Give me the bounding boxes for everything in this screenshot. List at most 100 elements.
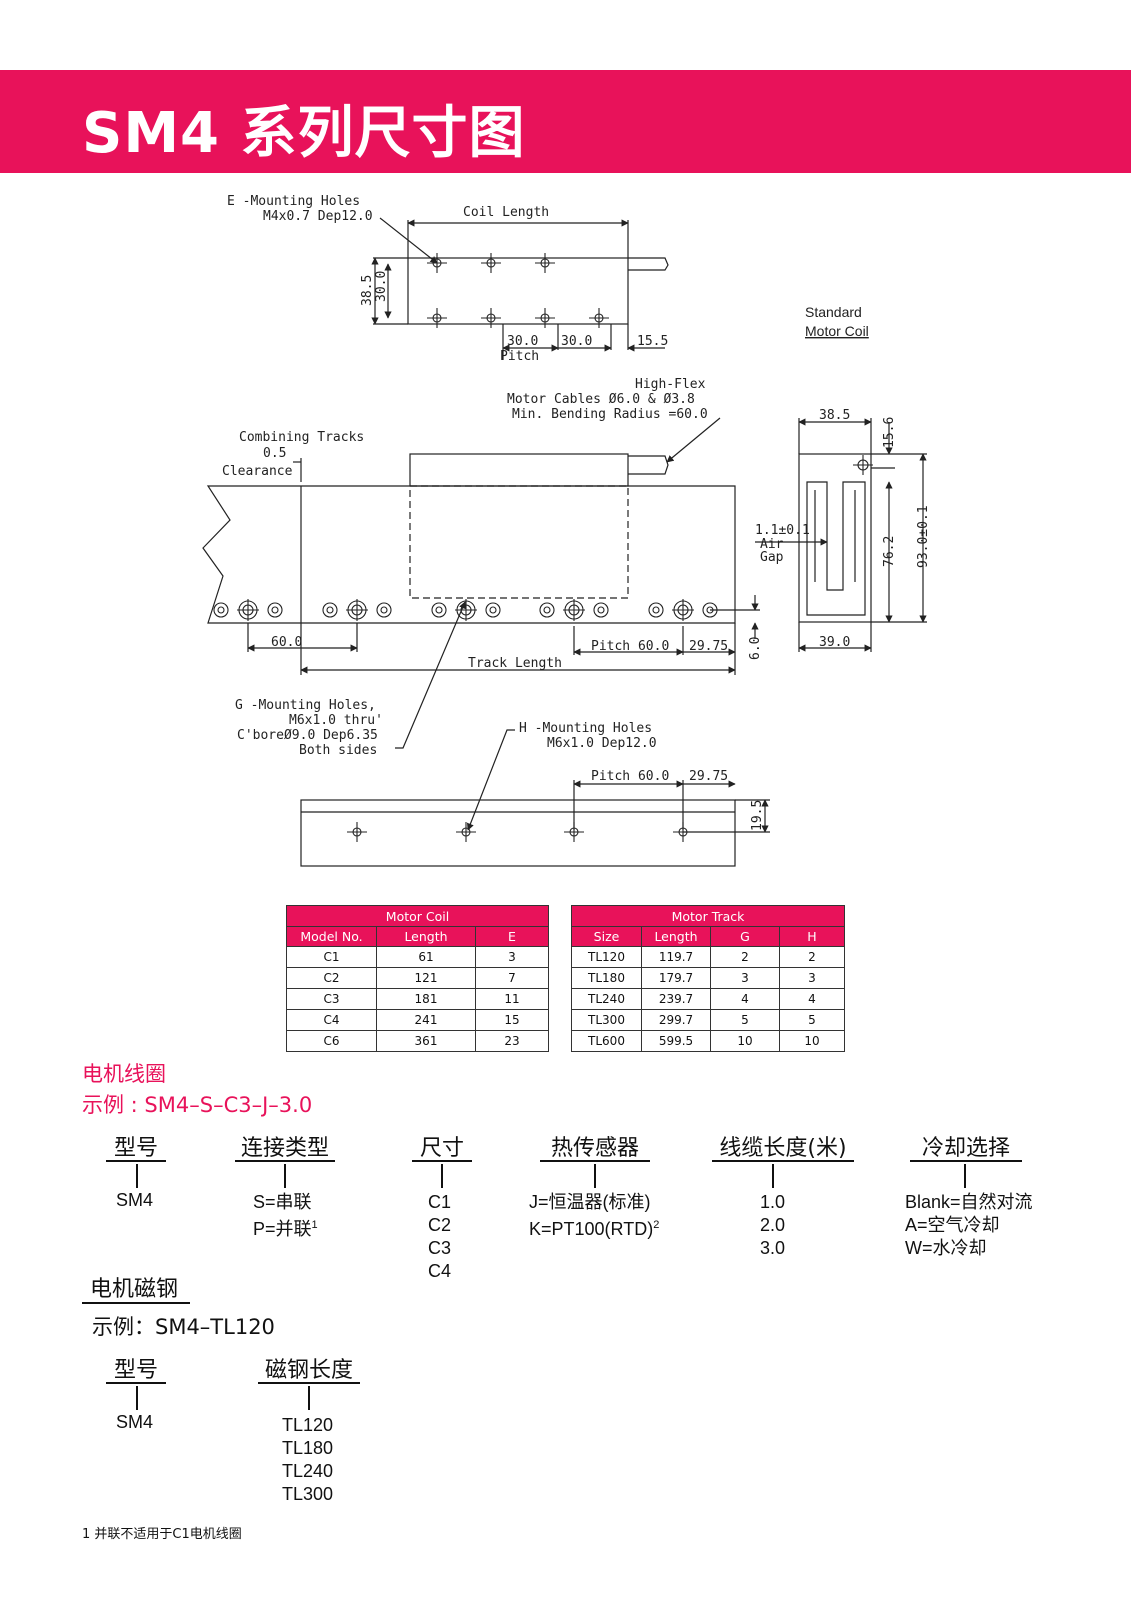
coil-section-title: 电机线圈: [82, 1062, 166, 1086]
coil-header-e: E: [475, 926, 549, 947]
cell: 5: [710, 1009, 780, 1031]
side-76-2: 76.2: [882, 536, 897, 567]
pitch-label: Pitch: [500, 349, 539, 364]
track-col-model-line: [136, 1386, 138, 1410]
cell: 10: [779, 1030, 845, 1052]
cell: 2: [779, 946, 845, 968]
clearance-label: Clearance: [222, 464, 293, 479]
track-col-model-values: SM4: [116, 1412, 154, 1432]
cell: 15: [475, 1009, 549, 1031]
coil-table-caption: Motor Coil: [286, 905, 549, 927]
pitch-60-label: Pitch 60.0: [591, 639, 669, 654]
dim-30-0: 30.0: [374, 271, 389, 302]
cell: 361: [376, 1030, 476, 1052]
cell: 4: [710, 988, 780, 1010]
side-93: 93.0±0.1: [916, 505, 931, 568]
track-bottom-view: [300, 799, 736, 867]
g-holes-spec-3: Both sides: [299, 743, 377, 758]
h-hole-marks: [347, 822, 693, 842]
airgap-label-2: Air: [760, 537, 784, 552]
col-conn-head: 连接类型: [235, 1130, 335, 1162]
track-length-label: Track Length: [468, 656, 562, 671]
coil-front-view: [409, 453, 629, 487]
cable-label-1: High-Flex: [635, 377, 706, 392]
cable-label-3: Min. Bending Radius =60.0: [512, 407, 708, 422]
cell: 2: [710, 946, 780, 968]
dim-6: 6.0: [748, 637, 763, 660]
footnote: 1 并联不适用于C1电机线圈: [82, 1527, 242, 1542]
coil-top-view: [407, 257, 629, 325]
track-header-h: H: [779, 926, 845, 947]
pitch-60-label-b: Pitch 60.0: [591, 769, 669, 784]
cell: TL180: [571, 967, 642, 989]
side-38-5: 38.5: [819, 408, 850, 423]
cable-label-2: Motor Cables Ø6.0 & Ø3.8: [507, 392, 695, 407]
g-holes-spec-2: C'boreØ9.0 Dep6.35: [237, 728, 378, 743]
cell: C2: [286, 967, 377, 989]
std-coil-label-2: Motor Coil: [805, 323, 869, 339]
col-cooling-head: 冷却选择: [910, 1130, 1022, 1162]
dim-15-5: 15.5: [637, 334, 668, 349]
g-holes-label: G -Mounting Holes,: [235, 698, 376, 713]
coil-header-length: Length: [376, 926, 476, 947]
col-sensor-values: J=恒温器(标准)K=PT100(RTD)2: [529, 1192, 660, 1239]
track-section-title: 电机磁钢: [82, 1271, 190, 1304]
col-conn-line: [284, 1164, 286, 1188]
dimension-drawing: E -Mounting Holes M4x0.7 Dep12.0 Coil Le…: [202, 194, 931, 867]
cell: 239.7: [641, 988, 711, 1010]
cell: 7: [475, 967, 549, 989]
cell: 119.7: [641, 946, 711, 968]
g-holes-spec-1: M6x1.0 thru': [289, 713, 383, 728]
e-holes-label: E -Mounting Holes: [227, 194, 360, 209]
cell: C3: [286, 988, 377, 1010]
col-size-head: 尺寸: [412, 1130, 472, 1162]
side-view: [798, 453, 872, 623]
cell: 3: [475, 946, 549, 968]
page-title: SM4 系列尺寸图: [82, 101, 526, 166]
cell: 299.7: [641, 1009, 711, 1031]
dim-38-5: 38.5: [360, 275, 375, 306]
dim-60: 60.0: [271, 635, 302, 650]
col-model-head: 型号: [106, 1130, 166, 1162]
cell: 61: [376, 946, 476, 968]
cell: 3: [779, 967, 845, 989]
col-sensor-line: [594, 1164, 596, 1188]
cell: TL300: [571, 1009, 642, 1031]
coil-header-model: Model No.: [286, 926, 377, 947]
g-hole-marks: [213, 599, 718, 621]
track-header-length: Length: [641, 926, 711, 947]
airgap-label-1: 1.1±0.1: [755, 523, 810, 538]
track-header-g: G: [710, 926, 780, 947]
std-coil-label-1: Standard: [805, 304, 862, 320]
cell: 10: [710, 1030, 780, 1052]
cell: 241: [376, 1009, 476, 1031]
track-col-length-head: 磁钢长度: [258, 1352, 360, 1384]
col-cooling-line: [964, 1164, 966, 1188]
cell: 23: [475, 1030, 549, 1052]
pitch-30-a: 30.0: [507, 334, 538, 349]
track-example: 示例：SM4–TL120: [92, 1315, 275, 1339]
cell: 181: [376, 988, 476, 1010]
cell: TL120: [571, 946, 642, 968]
col-size-line: [441, 1164, 443, 1188]
col-cable-line: [772, 1164, 774, 1188]
h-holes-label: H -Mounting Holes: [519, 721, 652, 736]
cell: C4: [286, 1009, 377, 1031]
track-header-size: Size: [571, 926, 642, 947]
cell: TL240: [571, 988, 642, 1010]
dim-19-5: 19.5: [750, 800, 765, 831]
coil-example: 示例 : SM4–S–C3–J–3.0: [82, 1093, 313, 1117]
pitch-30-b: 30.0: [561, 334, 592, 349]
clearance-value: 0.5: [263, 446, 286, 461]
